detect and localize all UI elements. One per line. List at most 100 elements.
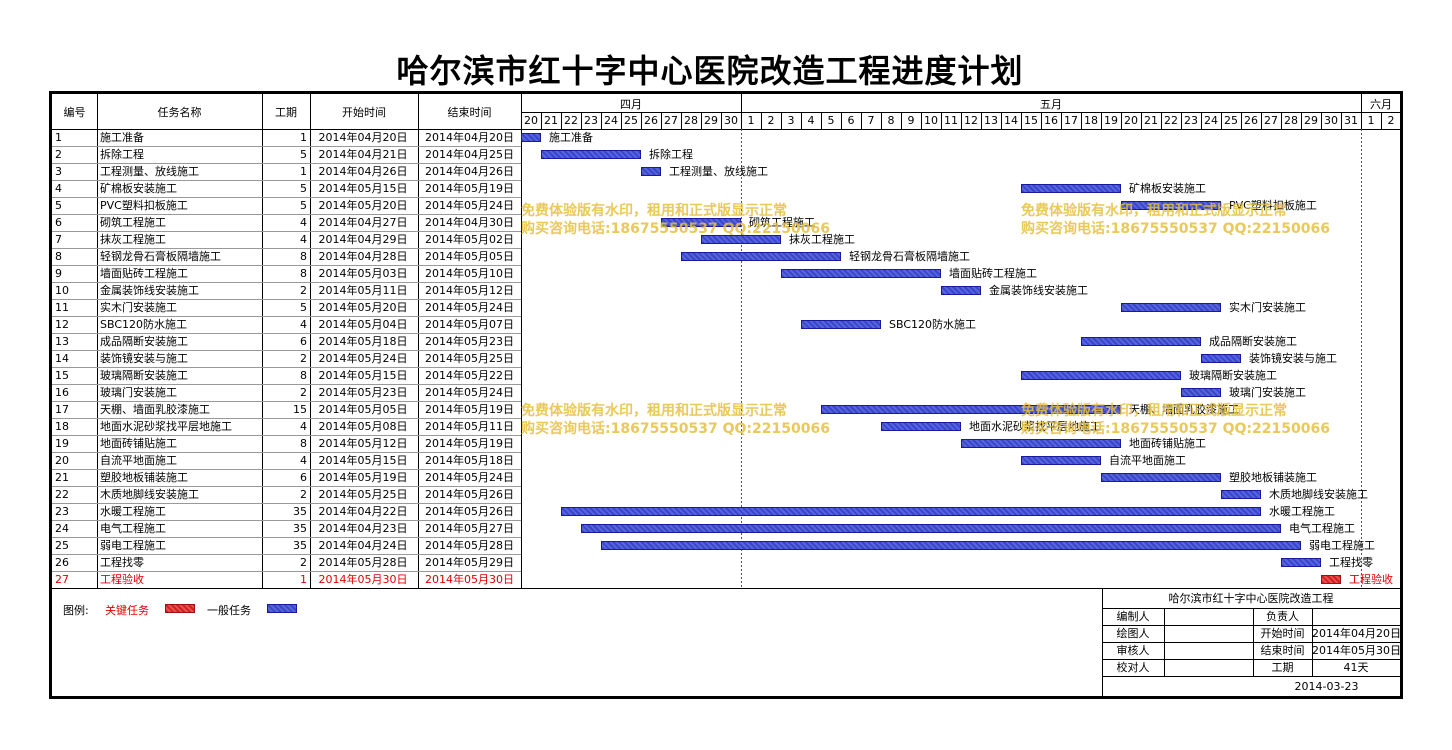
gantt-bar[interactable] bbox=[661, 218, 741, 227]
gantt-bar[interactable] bbox=[1081, 337, 1201, 346]
task-number: 6 bbox=[55, 216, 62, 229]
gantt-bar[interactable] bbox=[581, 524, 1281, 533]
day-header: 22 bbox=[1164, 114, 1178, 127]
task-end: 2014年05月26日 bbox=[425, 505, 514, 518]
plan-date: 2014-03-23 bbox=[1294, 680, 1359, 693]
task-number: 7 bbox=[55, 233, 62, 246]
gantt-bar-label: SBC120防水施工 bbox=[889, 318, 977, 331]
day-header: 28 bbox=[1284, 114, 1298, 127]
task-start: 2014年05月04日 bbox=[318, 318, 408, 331]
gantt-bar[interactable] bbox=[1281, 558, 1321, 567]
task-start: 2014年05月24日 bbox=[318, 352, 408, 365]
gantt-bar[interactable] bbox=[821, 405, 1121, 414]
task-duration: 8 bbox=[300, 267, 307, 280]
gantt-bar[interactable] bbox=[801, 320, 881, 329]
day-header: 22 bbox=[564, 114, 578, 127]
gantt-bar[interactable] bbox=[941, 286, 981, 295]
checker-label: 校对人 bbox=[1116, 661, 1150, 674]
gantt-bar-label: 金属装饰线安装施工 bbox=[989, 284, 1088, 297]
task-name: 玻璃门安装施工 bbox=[100, 386, 177, 399]
gantt-bar-label: PVC塑料扣板施工 bbox=[1229, 199, 1317, 212]
task-start: 2014年04月22日 bbox=[318, 505, 408, 518]
day-header: 5 bbox=[827, 114, 835, 127]
day-header: 25 bbox=[624, 114, 638, 127]
task-duration: 2 bbox=[300, 386, 307, 399]
start-value: 2014年04月20日 bbox=[1312, 627, 1401, 640]
task-duration: 35 bbox=[293, 522, 307, 535]
watermark-line: 购买咨询电话:18675550537 QQ:22150066 bbox=[1021, 421, 1330, 437]
gantt-bar[interactable] bbox=[1321, 575, 1341, 584]
gantt-bar[interactable] bbox=[881, 422, 961, 431]
task-start: 2014年04月23日 bbox=[318, 522, 408, 535]
day-header: 15 bbox=[1024, 114, 1038, 127]
task-name: 地面水泥砂浆找平层地施工 bbox=[100, 420, 232, 433]
editor-value bbox=[1164, 608, 1253, 625]
task-start: 2014年05月03日 bbox=[318, 267, 408, 280]
gantt-bar-label: 实木门安装施工 bbox=[1229, 301, 1306, 314]
gantt-bar-label: 水暖工程施工 bbox=[1269, 505, 1335, 518]
owner-value bbox=[1312, 608, 1400, 625]
gantt-bar[interactable] bbox=[1021, 456, 1101, 465]
watermark-line: 免费体验版有水印，租用和正式版显示正常 bbox=[521, 403, 787, 419]
day-header: 14 bbox=[1004, 114, 1018, 127]
day-header: 20 bbox=[1124, 114, 1138, 127]
task-duration: 15 bbox=[293, 403, 307, 416]
day-header: 26 bbox=[644, 114, 658, 127]
task-name: 天棚、墙面乳胶漆施工 bbox=[100, 403, 210, 416]
day-header: 2 bbox=[767, 114, 775, 127]
day-header: 24 bbox=[1204, 114, 1218, 127]
task-number: 24 bbox=[55, 522, 69, 535]
gantt-bar[interactable] bbox=[1201, 354, 1241, 363]
duration-value: 41天 bbox=[1343, 661, 1369, 674]
gantt-bar[interactable] bbox=[1121, 201, 1221, 210]
column-header-end: 结束时间 bbox=[447, 106, 492, 119]
task-name: 装饰镜安装与施工 bbox=[100, 352, 188, 365]
gantt-bar[interactable] bbox=[781, 269, 941, 278]
task-duration: 4 bbox=[300, 216, 307, 229]
gantt-bar[interactable] bbox=[701, 235, 781, 244]
gantt-bar-label: 塑胶地板铺装施工 bbox=[1229, 471, 1317, 484]
gantt-bar-label: 地面砖铺贴施工 bbox=[1129, 437, 1206, 450]
task-number: 11 bbox=[55, 301, 69, 314]
task-duration: 4 bbox=[300, 233, 307, 246]
task-duration: 8 bbox=[300, 369, 307, 382]
day-header: 1 bbox=[1367, 114, 1375, 127]
gantt-bar[interactable] bbox=[521, 133, 541, 142]
gantt-bar-label: 拆除工程 bbox=[649, 148, 693, 161]
gantt-bar-label: 墙面贴砖工程施工 bbox=[949, 267, 1037, 280]
gantt-bar[interactable] bbox=[1121, 303, 1221, 312]
day-header: 29 bbox=[1304, 114, 1318, 127]
task-duration: 4 bbox=[300, 420, 307, 433]
task-duration: 5 bbox=[300, 148, 307, 161]
gantt-bar[interactable] bbox=[1021, 184, 1121, 193]
day-header: 30 bbox=[1324, 114, 1338, 127]
gantt-bar[interactable] bbox=[1021, 371, 1181, 380]
task-start: 2014年05月19日 bbox=[318, 471, 408, 484]
gantt-bar[interactable] bbox=[1101, 473, 1221, 482]
gantt-bar-label: 装饰镜安装与施工 bbox=[1249, 352, 1337, 365]
gantt-bar[interactable] bbox=[961, 439, 1121, 448]
task-end: 2014年05月02日 bbox=[425, 233, 514, 246]
gantt-bar[interactable] bbox=[641, 167, 661, 176]
task-start: 2014年05月11日 bbox=[318, 284, 408, 297]
gantt-bar[interactable] bbox=[681, 252, 841, 261]
column-header-start: 开始时间 bbox=[342, 106, 386, 119]
task-name: 木质地脚线安装施工 bbox=[100, 488, 199, 501]
task-start: 2014年04月24日 bbox=[318, 539, 408, 552]
column-header-dur: 工期 bbox=[275, 106, 297, 119]
gantt-bar[interactable] bbox=[1181, 388, 1221, 397]
gantt-bar[interactable] bbox=[1221, 490, 1261, 499]
task-name: 玻璃隔断安装施工 bbox=[100, 369, 188, 382]
task-duration: 6 bbox=[300, 471, 307, 484]
task-duration: 1 bbox=[300, 573, 307, 586]
gantt-bar[interactable] bbox=[541, 150, 641, 159]
day-header: 21 bbox=[1144, 114, 1158, 127]
month-header: 六月 bbox=[1370, 98, 1392, 111]
task-number: 13 bbox=[55, 335, 69, 348]
task-end: 2014年05月27日 bbox=[425, 522, 514, 535]
gantt-bar[interactable] bbox=[601, 541, 1301, 550]
gantt-bar[interactable] bbox=[561, 507, 1261, 516]
editor-label: 编制人 bbox=[1116, 610, 1150, 623]
day-header: 16 bbox=[1044, 114, 1058, 127]
